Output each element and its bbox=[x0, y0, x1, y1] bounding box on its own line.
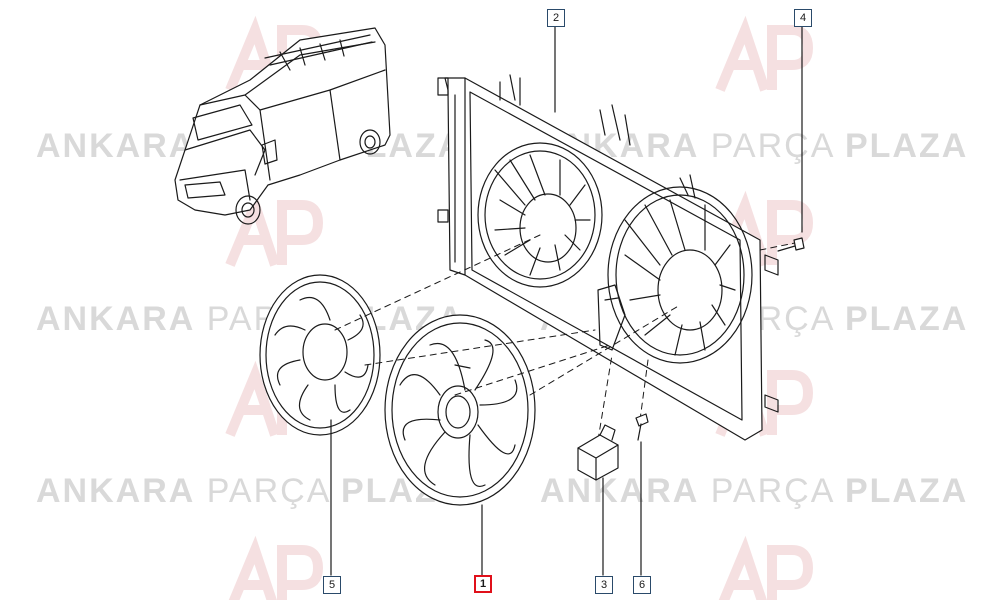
ap-logo-mark bbox=[718, 535, 814, 600]
callout-part-5[interactable]: 5 bbox=[323, 576, 341, 594]
callout-part-4[interactable]: 4 bbox=[794, 9, 812, 27]
callout-part-6[interactable]: 6 bbox=[633, 576, 651, 594]
resistor-module bbox=[577, 424, 619, 481]
fan-blade-front bbox=[384, 314, 536, 506]
fan-blade-rear bbox=[259, 274, 381, 436]
fan-shroud bbox=[437, 74, 779, 441]
ap-logo-mark bbox=[228, 535, 324, 600]
ap-logo-mark bbox=[715, 15, 814, 92]
callout-part-2[interactable]: 2 bbox=[547, 9, 565, 27]
watermark-text: ANKARA PARÇA PLAZA bbox=[540, 472, 969, 510]
screw-bottom bbox=[635, 413, 649, 441]
ap-logo-mark bbox=[225, 190, 324, 267]
screw-top bbox=[777, 237, 805, 252]
callout-part-3[interactable]: 3 bbox=[595, 576, 613, 594]
van-illustration bbox=[174, 27, 391, 225]
callout-part-1[interactable]: 1 bbox=[474, 575, 492, 593]
